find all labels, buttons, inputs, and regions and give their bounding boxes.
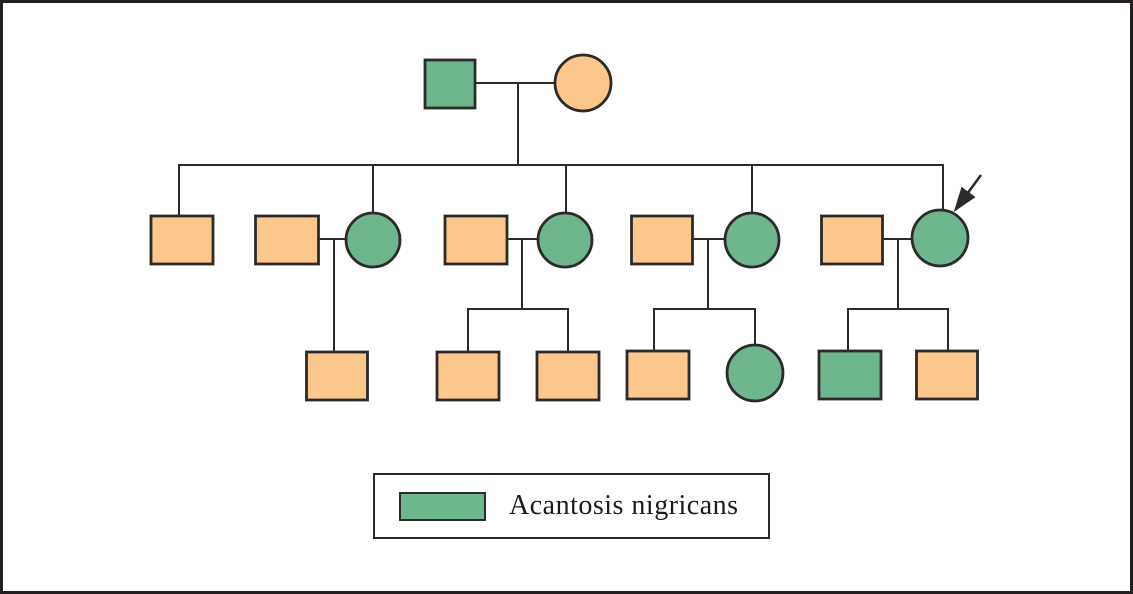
pedigree-member-II-3 bbox=[344, 211, 402, 269]
relationship-line-sibship-couple-C bbox=[653, 308, 756, 352]
pedigree-member-II-1 bbox=[149, 214, 215, 266]
pedigree-member-II-8 bbox=[820, 214, 884, 266]
proband-arrow bbox=[953, 174, 983, 213]
legend-label: Acantosis nigricans bbox=[509, 490, 739, 521]
pedigree-member-III-5 bbox=[725, 343, 785, 403]
relationship-lines-layer bbox=[178, 82, 949, 353]
relationship-line-sibship-couple-B bbox=[467, 308, 569, 353]
pedigree-member-III-4 bbox=[625, 349, 691, 401]
relationship-line-sibship-couple-D bbox=[847, 308, 949, 352]
pedigree-member-I-2 bbox=[553, 53, 613, 113]
pedigree-member-II-9-proband bbox=[910, 208, 970, 268]
pedigree-members-layer bbox=[149, 53, 979, 403]
pedigree-member-III-3 bbox=[535, 350, 601, 402]
pedigree-member-III-7 bbox=[915, 349, 979, 401]
pedigree-member-II-7 bbox=[723, 211, 781, 269]
pedigree-member-III-2 bbox=[435, 350, 501, 402]
pedigree-member-II-5 bbox=[536, 211, 594, 269]
pedigree-member-III-6 bbox=[817, 349, 883, 401]
pedigree-member-II-6 bbox=[630, 214, 694, 266]
proband-arrow-layer bbox=[953, 174, 983, 213]
legend-box: Acantosis nigricans bbox=[373, 473, 770, 539]
pedigree-member-III-1 bbox=[305, 350, 369, 402]
pedigree-member-I-1 bbox=[423, 58, 477, 110]
legend-affected-swatch bbox=[399, 491, 486, 521]
pedigree-member-II-2 bbox=[254, 214, 320, 266]
relationship-line-gen2-sibship bbox=[178, 164, 944, 216]
pedigree-member-II-4 bbox=[443, 214, 509, 266]
